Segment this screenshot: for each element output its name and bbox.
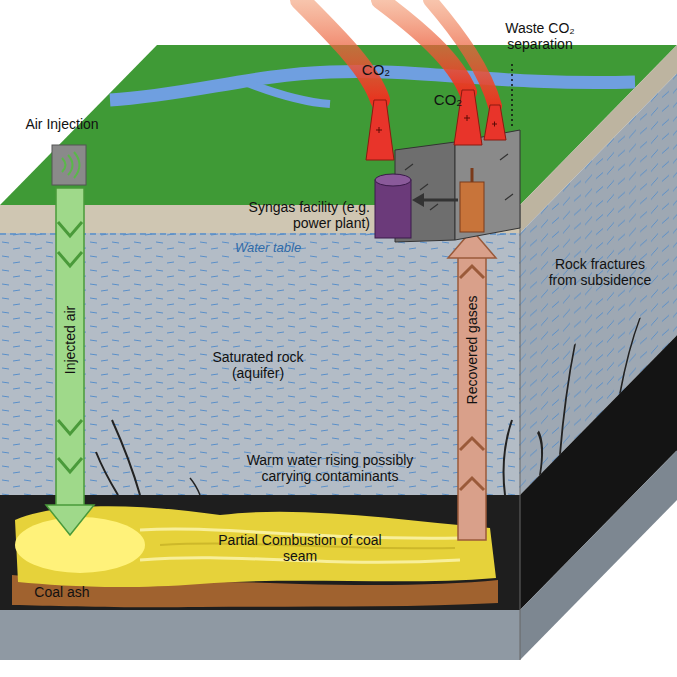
label: Syngas facility (e.g. power plant) bbox=[230, 199, 370, 231]
label: Recovered gases bbox=[464, 275, 480, 425]
label: CO₂ bbox=[351, 61, 401, 78]
label: Injected air bbox=[62, 275, 78, 405]
label: Coal ash bbox=[17, 584, 107, 600]
label: Partial Combustion of coal seam bbox=[215, 532, 385, 564]
label: Air Injection bbox=[22, 116, 102, 132]
label: Waste CO₂ separation bbox=[485, 20, 595, 52]
label: Saturated rock (aquifer) bbox=[198, 349, 318, 381]
label: CO₂ bbox=[423, 91, 473, 108]
label: Rock fractures from subsidence bbox=[540, 256, 660, 288]
label: Warm water rising possibly carrying cont… bbox=[220, 452, 440, 484]
label: Water table bbox=[218, 241, 318, 256]
